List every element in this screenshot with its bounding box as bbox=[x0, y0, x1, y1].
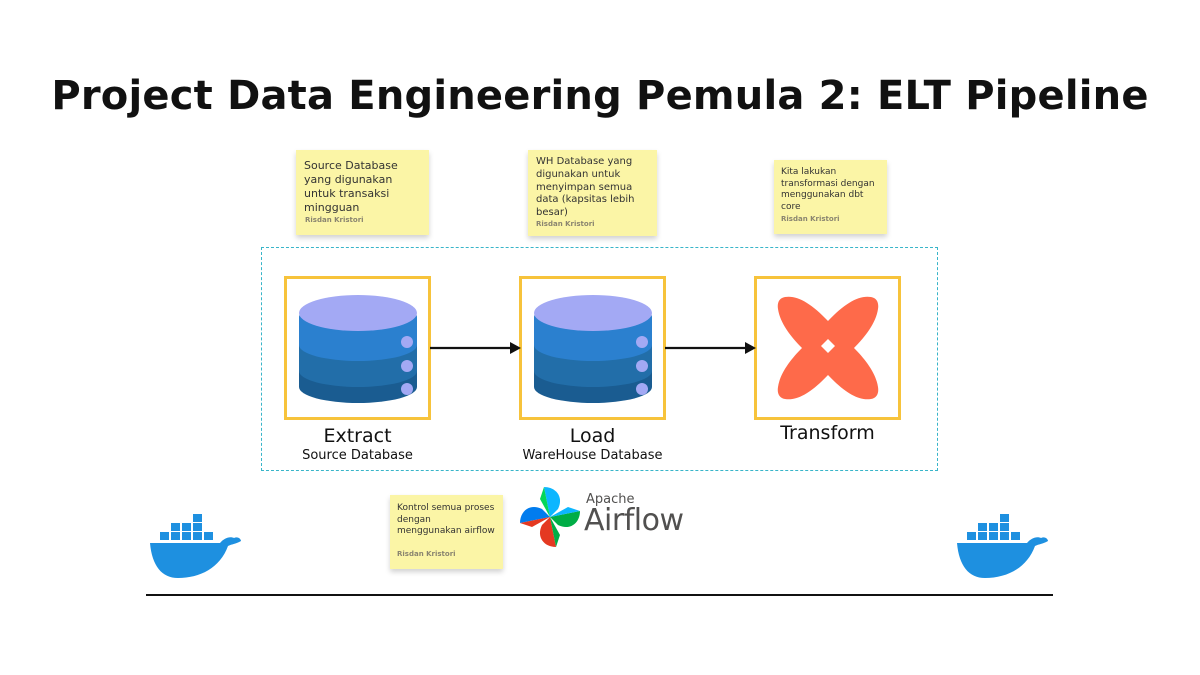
sticky-note-author: Risdan Kristori bbox=[305, 216, 364, 224]
airflow-name-label: Airflow bbox=[584, 503, 684, 538]
airflow-pinwheel-icon bbox=[520, 487, 580, 547]
page-title: Project Data Engineering Pemula 2: ELT P… bbox=[51, 73, 1149, 119]
extract-label: Extract bbox=[323, 425, 392, 447]
extract-sublabel: Source Database bbox=[302, 448, 413, 463]
pipeline-container bbox=[261, 247, 938, 471]
load-node bbox=[519, 276, 666, 420]
dbt-logo-icon bbox=[777, 296, 879, 400]
load-label: Load bbox=[569, 425, 616, 447]
baseline-divider bbox=[146, 594, 1053, 596]
transform-label: Transform bbox=[780, 422, 875, 444]
sticky-note-text: Kontrol semua proses dengan menggunakan … bbox=[397, 503, 495, 537]
arrow-load-to-transform bbox=[665, 342, 756, 354]
sticky-note-text: Kita lakukan transformasi dengan menggun… bbox=[781, 167, 875, 212]
arrow-extract-to-load bbox=[430, 342, 521, 354]
sticky-note-source: Source Database yang digunakan untuk tra… bbox=[296, 150, 429, 235]
sticky-note-author: Risdan Kristori bbox=[397, 550, 456, 558]
sticky-note-transform: Kita lakukan transformasi dengan menggun… bbox=[774, 160, 887, 234]
database-icon bbox=[299, 295, 417, 403]
sticky-note-author: Risdan Kristori bbox=[536, 220, 595, 228]
airflow-apache-label: Apache bbox=[586, 492, 635, 507]
sticky-note-text: Source Database yang digunakan untuk tra… bbox=[304, 159, 398, 215]
sticky-note-author: Risdan Kristori bbox=[781, 215, 840, 223]
sticky-note-warehouse: WH Database yang digunakan untuk menyimp… bbox=[528, 150, 657, 236]
load-sublabel: WareHouse Database bbox=[522, 448, 663, 463]
database-icon bbox=[534, 295, 652, 403]
docker-whale-icon bbox=[957, 514, 1048, 578]
docker-whale-icon bbox=[150, 514, 241, 578]
sticky-note-airflow: Kontrol semua proses dengan menggunakan … bbox=[390, 495, 503, 569]
sticky-note-text: WH Database yang digunakan untuk menyimp… bbox=[536, 156, 635, 219]
extract-node bbox=[284, 276, 431, 420]
transform-node bbox=[754, 276, 901, 420]
